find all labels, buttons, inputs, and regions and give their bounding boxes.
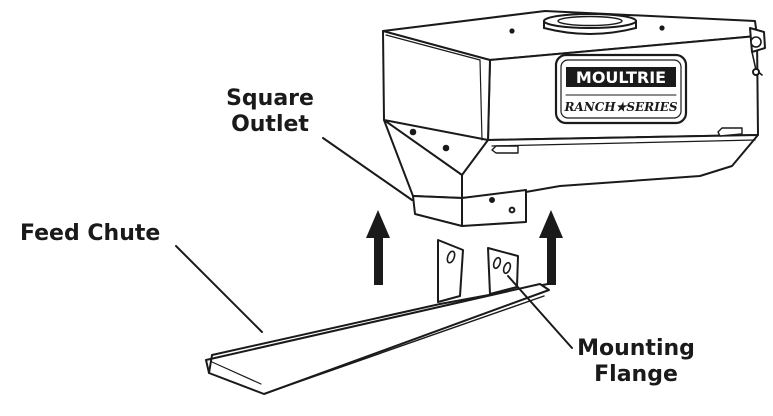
label-mounting-flange-line2: Flange: [594, 362, 678, 387]
label-square-outlet: Square Outlet: [222, 86, 318, 138]
logo-brand: MOULTRIE: [576, 68, 666, 87]
moultrie-logo: MOULTRIE RANCH★SERIES: [554, 53, 688, 125]
square-outlet: [412, 189, 527, 227]
logo-series: RANCH★SERIES: [563, 100, 677, 114]
label-square-outlet-line1: Square: [226, 86, 314, 111]
leader-feed-chute: [175, 245, 263, 333]
label-mounting-flange-line1: Mounting: [577, 336, 695, 361]
mounting-flange-left: [437, 239, 464, 303]
feed-chute: [205, 239, 550, 395]
up-arrow-left: [366, 210, 390, 285]
up-arrow-right: [539, 210, 563, 285]
leader-square-outlet: [322, 137, 413, 201]
leader-mounting-flange: [507, 275, 573, 349]
label-square-outlet-line2: Outlet: [231, 112, 309, 137]
label-mounting-flange: Mounting Flange: [570, 336, 702, 388]
label-feed-chute: Feed Chute: [20, 221, 161, 246]
